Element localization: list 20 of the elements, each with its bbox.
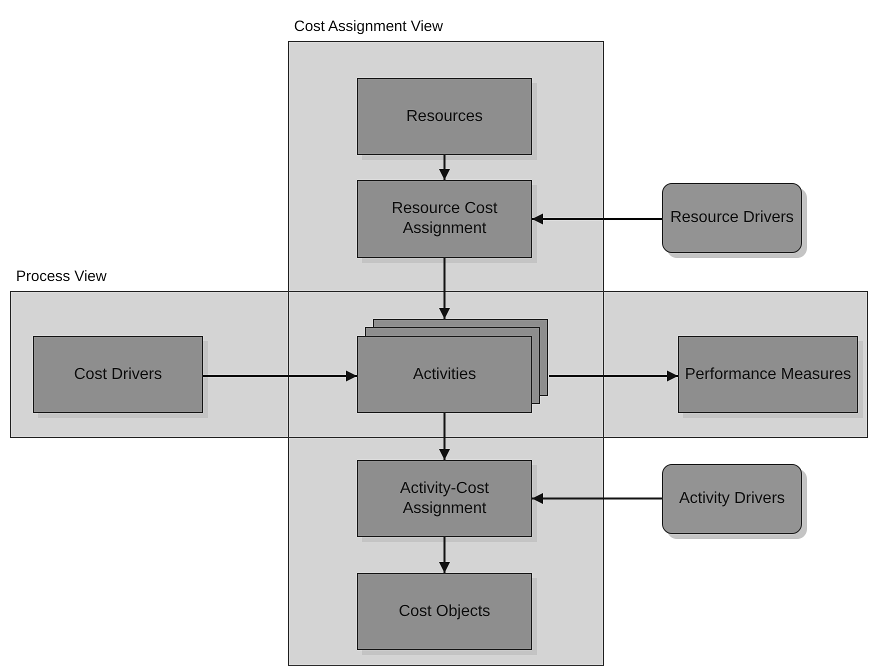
arrow [439,155,450,180]
arrow [439,537,450,573]
arrow [439,258,450,319]
box-label: Resource Cost Assignment [390,199,498,239]
arrow [532,214,662,224]
box-label: Activity Drivers [679,489,785,509]
view-title: Process View [16,268,107,285]
box-label: Cost Drivers [74,364,162,384]
box-label: Activities [412,366,476,384]
box-label: Resources [406,106,483,126]
arrow [203,370,357,382]
arrow [439,413,450,460]
arrow [532,493,662,504]
box-label: Activity-Cost Assignment [399,478,490,518]
box-label: Performance Measures [684,364,852,384]
stacked-process-box [357,319,549,413]
box-label: Resource Drivers [670,208,794,228]
arrow [549,370,678,382]
view-title: Cost Assignment View [294,18,443,35]
box-label: Cost Objects [398,602,490,622]
